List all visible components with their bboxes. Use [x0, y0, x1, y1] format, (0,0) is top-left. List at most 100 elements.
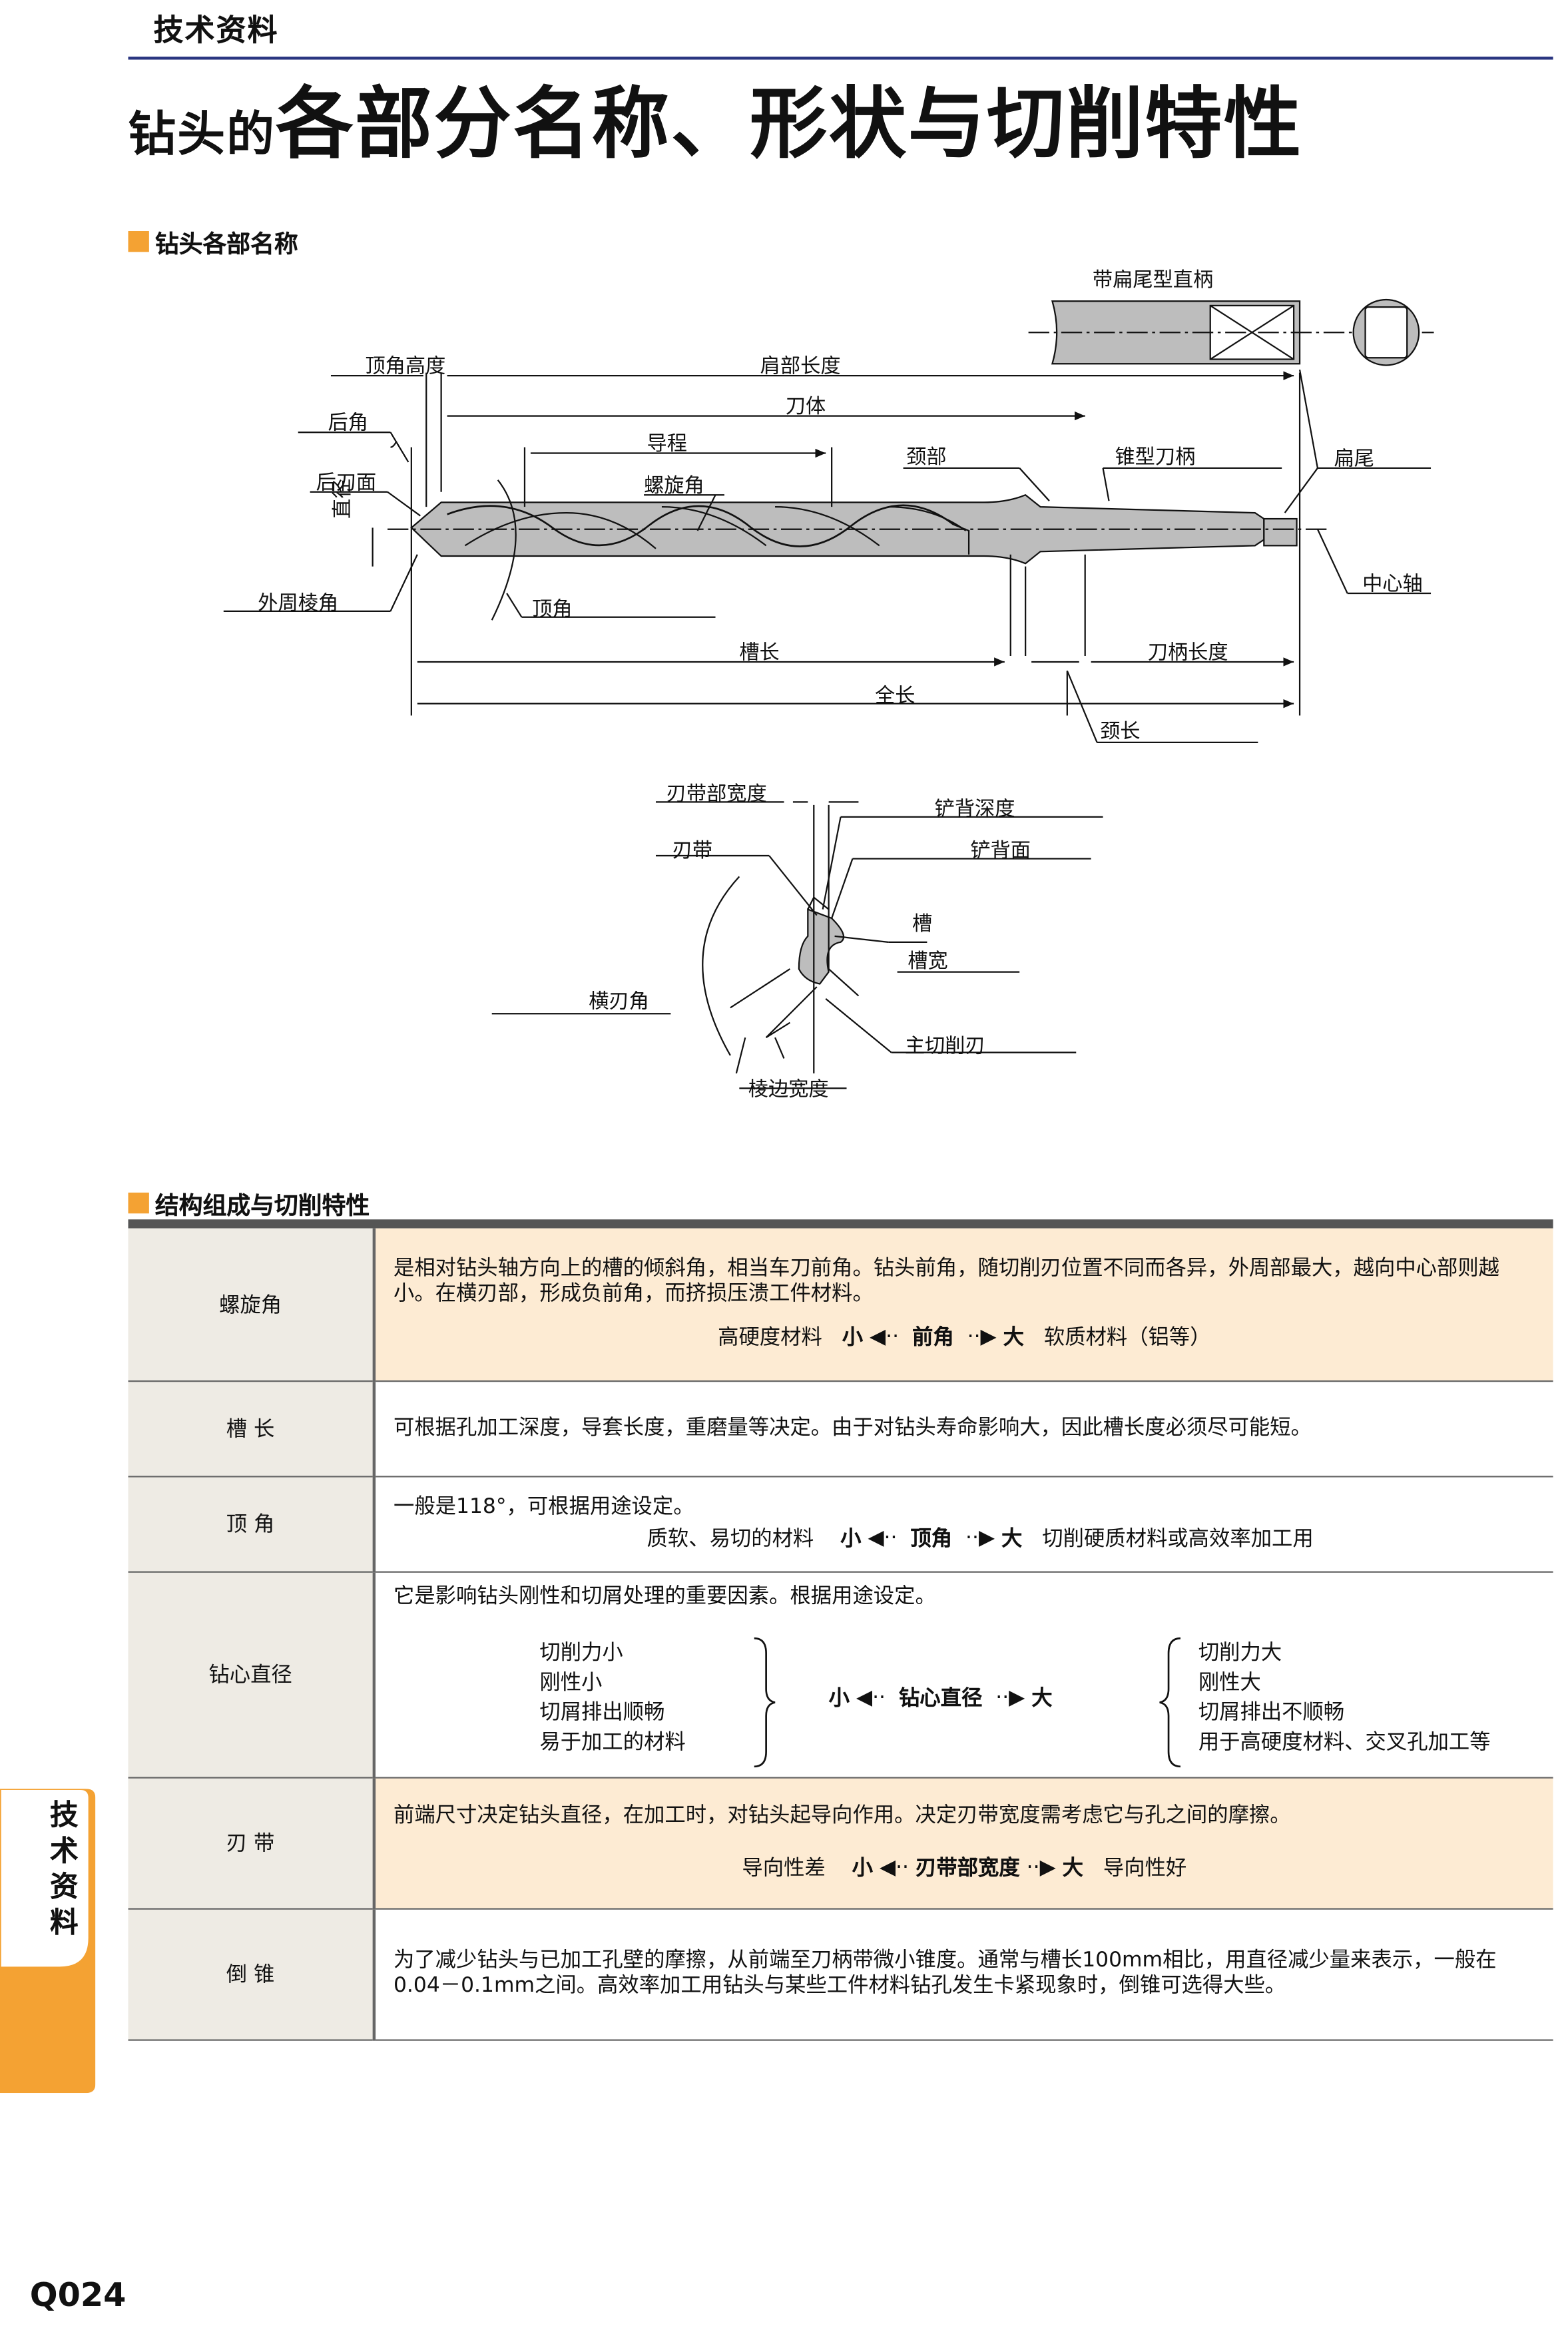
scale-left: 导向性差	[742, 1856, 826, 1881]
row-desc: 一般是118°，可根据用途设定。 质软、易切的材料 小 ◀·· 顶角 ··▶ 大…	[374, 1476, 1553, 1572]
list-item: 易于加工的材料	[539, 1729, 686, 1754]
list-item: 切屑排出不顺畅	[1198, 1700, 1345, 1724]
label-lead: 导程	[647, 432, 687, 457]
list-item: 切削力小	[539, 1640, 623, 1665]
section-heading-label: 结构组成与切削特性	[154, 1191, 370, 1220]
header-rule	[128, 57, 1553, 60]
label-main-cutting-edge: 主切削刃	[904, 1034, 985, 1059]
label-shoulder-length: 肩部长度	[760, 354, 841, 379]
row-name: 刃 带	[128, 1777, 376, 1909]
row-desc: 为了减少钻头与已加工孔壁的摩擦，从前端至刀柄带微小锥度。通常与槽长100mm相比…	[374, 1908, 1553, 2040]
right-brace-icon	[754, 1636, 776, 1767]
arrow-right-icon: ··▶	[1026, 1855, 1056, 1880]
scale-right: 软质材料（铝等）	[1043, 1326, 1211, 1350]
label-shank-length: 刀柄长度	[1147, 641, 1228, 665]
scale-large: 大	[1001, 1526, 1023, 1551]
scale-large: 大	[1031, 1685, 1053, 1710]
scale-line: 小 ◀·· 钻心直径 ··▶ 大	[829, 1685, 1053, 1711]
label-flute-width: 槽宽	[908, 950, 948, 974]
left-brace-icon	[1159, 1636, 1181, 1767]
section-marker	[128, 1192, 149, 1214]
scale-line: 导向性差 小 ◀·· 刃带部宽度 ··▶ 大 导向性好	[393, 1856, 1535, 1882]
label-land-width: 棱边宽度	[748, 1077, 829, 1102]
label-taper-shank: 锥型刀柄	[1115, 445, 1196, 470]
label-margin-width: 刃带部宽度	[666, 782, 767, 807]
web-right-list: 切削力大 刚性大 切屑排出不顺畅 用于高硬度材料、交叉孔加工等	[1198, 1637, 1491, 1757]
row-desc-text: 是相对钻头轴方向上的槽的倾斜角，相当车刀前角。钻头前角，随切削刃位置不同而各异，…	[393, 1257, 1500, 1307]
label-flank: 后刀面	[316, 471, 377, 495]
row-name: 钻心直径	[128, 1571, 376, 1778]
label-diameter: 直径	[330, 478, 355, 519]
side-tab	[0, 1789, 96, 2094]
section-heading-label: 钻头各部名称	[154, 229, 298, 258]
list-item: 切屑排出顺畅	[539, 1700, 665, 1724]
list-item: 切削力大	[1198, 1640, 1282, 1665]
row-desc: 可根据孔加工深度，导套长度，重磨量等决定。由于对钻头寿命影响大，因此槽长度必须尽…	[374, 1380, 1553, 1477]
row-name: 顶 角	[128, 1476, 376, 1572]
scale-large: 大	[1062, 1856, 1084, 1881]
label-overall-length: 全长	[875, 684, 915, 709]
scale-small: 小	[840, 1526, 862, 1551]
row-desc: 它是影响钻头刚性和切屑处理的重要因素。根据用途设定。 切削力小 刚性小 切屑排出…	[374, 1571, 1553, 1778]
section-heading-characteristics: 结构组成与切削特性	[128, 1185, 370, 1221]
label-flute-length: 槽长	[739, 641, 780, 665]
scale-line: 质软、易切的材料 小 ◀·· 顶角 ··▶ 大 切削硬质材料或高效率加工用	[647, 1526, 1535, 1552]
label-helix-angle: 螺旋角	[644, 473, 704, 498]
scale-right: 导向性好	[1103, 1856, 1187, 1881]
section-heading-parts: 钻头各部名称	[128, 224, 298, 260]
label-body-clearance-depth: 铲背深度	[934, 797, 1015, 822]
table-row: 倒 锥 为了减少钻头与已加工孔壁的摩擦，从前端至刀柄带微小锥度。通常与槽长100…	[128, 1908, 1553, 2040]
scale-left: 高硬度材料	[718, 1326, 822, 1350]
row-name: 螺旋角	[128, 1228, 376, 1382]
scale-line: 高硬度材料 小 ◀·· 前角 ··▶ 大 软质材料（铝等）	[393, 1325, 1535, 1351]
label-neck: 颈部	[906, 445, 947, 470]
row-name: 槽 长	[128, 1380, 376, 1477]
label-tang: 扁尾	[1334, 447, 1374, 471]
title-lead: 钻头的	[128, 105, 276, 163]
label-center-axis: 中心轴	[1362, 572, 1423, 597]
row-desc-text: 一般是118°，可根据用途设定。	[393, 1494, 694, 1519]
label-outer-corner: 外周棱角	[258, 591, 339, 616]
table-row: 钻心直径 它是影响钻头刚性和切屑处理的重要因素。根据用途设定。 切削力小 刚性小…	[128, 1571, 1553, 1778]
arrow-left-icon: ◀··	[868, 1526, 898, 1550]
scale-center: 顶角	[910, 1526, 953, 1551]
scale-small: 小	[852, 1856, 874, 1881]
label-shank-flat: 带扁尾型直柄	[1092, 268, 1214, 292]
row-desc: 是相对钻头轴方向上的槽的倾斜角，相当车刀前角。钻头前角，随切削刃位置不同而各异，…	[374, 1228, 1553, 1382]
label-chisel-edge-angle: 横刃角	[589, 990, 649, 1014]
row-desc-text: 它是影响钻头刚性和切屑处理的重要因素。根据用途设定。	[393, 1584, 936, 1608]
scale-small: 小	[828, 1685, 850, 1710]
row-desc-text: 前端尺寸决定钻头直径，在加工时，对钻头起导向作用。决定刃带宽度需考虑它与孔之间的…	[393, 1803, 1291, 1828]
label-point-height: 顶角高度	[365, 354, 446, 379]
arrow-right-icon: ··▶	[967, 1325, 997, 1349]
arrow-right-icon: ··▶	[995, 1685, 1025, 1709]
table-row: 顶 角 一般是118°，可根据用途设定。 质软、易切的材料 小 ◀·· 顶角 ·…	[128, 1476, 1553, 1572]
arrow-right-icon: ··▶	[965, 1526, 995, 1550]
label-margin: 刃带	[672, 839, 713, 864]
list-item: 用于高硬度材料、交叉孔加工等	[1198, 1729, 1491, 1754]
page-number: Q024	[29, 2277, 127, 2315]
section-marker	[128, 230, 149, 252]
label-body-clearance: 铲背面	[970, 839, 1031, 864]
table-top-bar	[128, 1219, 1553, 1229]
arrow-left-icon: ◀··	[870, 1325, 900, 1349]
scale-center: 前角	[912, 1326, 954, 1350]
row-name: 倒 锥	[128, 1908, 376, 2040]
arrow-left-icon: ◀··	[856, 1685, 886, 1709]
scale-left: 质软、易切的材料	[647, 1526, 814, 1551]
label-point-angle: 顶角	[532, 597, 573, 622]
row-desc: 前端尺寸决定钻头直径，在加工时，对钻头起导向作用。决定刃带宽度需考虑它与孔之间的…	[374, 1777, 1553, 1909]
arrow-left-icon: ◀··	[879, 1855, 910, 1880]
table-row: 螺旋角 是相对钻头轴方向上的槽的倾斜角，相当车刀前角。钻头前角，随切削刃位置不同…	[128, 1228, 1553, 1382]
label-neck-length: 颈长	[1100, 720, 1141, 744]
table-row: 刃 带 前端尺寸决定钻头直径，在加工时，对钻头起导向作用。决定刃带宽度需考虑它与…	[128, 1777, 1553, 1909]
scale-center: 刃带部宽度	[915, 1856, 1020, 1881]
drill-cross-section-diagram	[491, 801, 1103, 1089]
web-left-list: 切削力小 刚性小 切屑排出顺畅 易于加工的材料	[539, 1637, 685, 1757]
label-body: 刀体	[785, 395, 826, 420]
table-row: 槽 长 可根据孔加工深度，导套长度，重磨量等决定。由于对钻头寿命影响大，因此槽长…	[128, 1380, 1553, 1477]
side-tab-label: 技术资料	[49, 1799, 79, 1940]
scale-center: 钻心直径	[898, 1685, 983, 1710]
list-item: 刚性小	[539, 1670, 603, 1695]
